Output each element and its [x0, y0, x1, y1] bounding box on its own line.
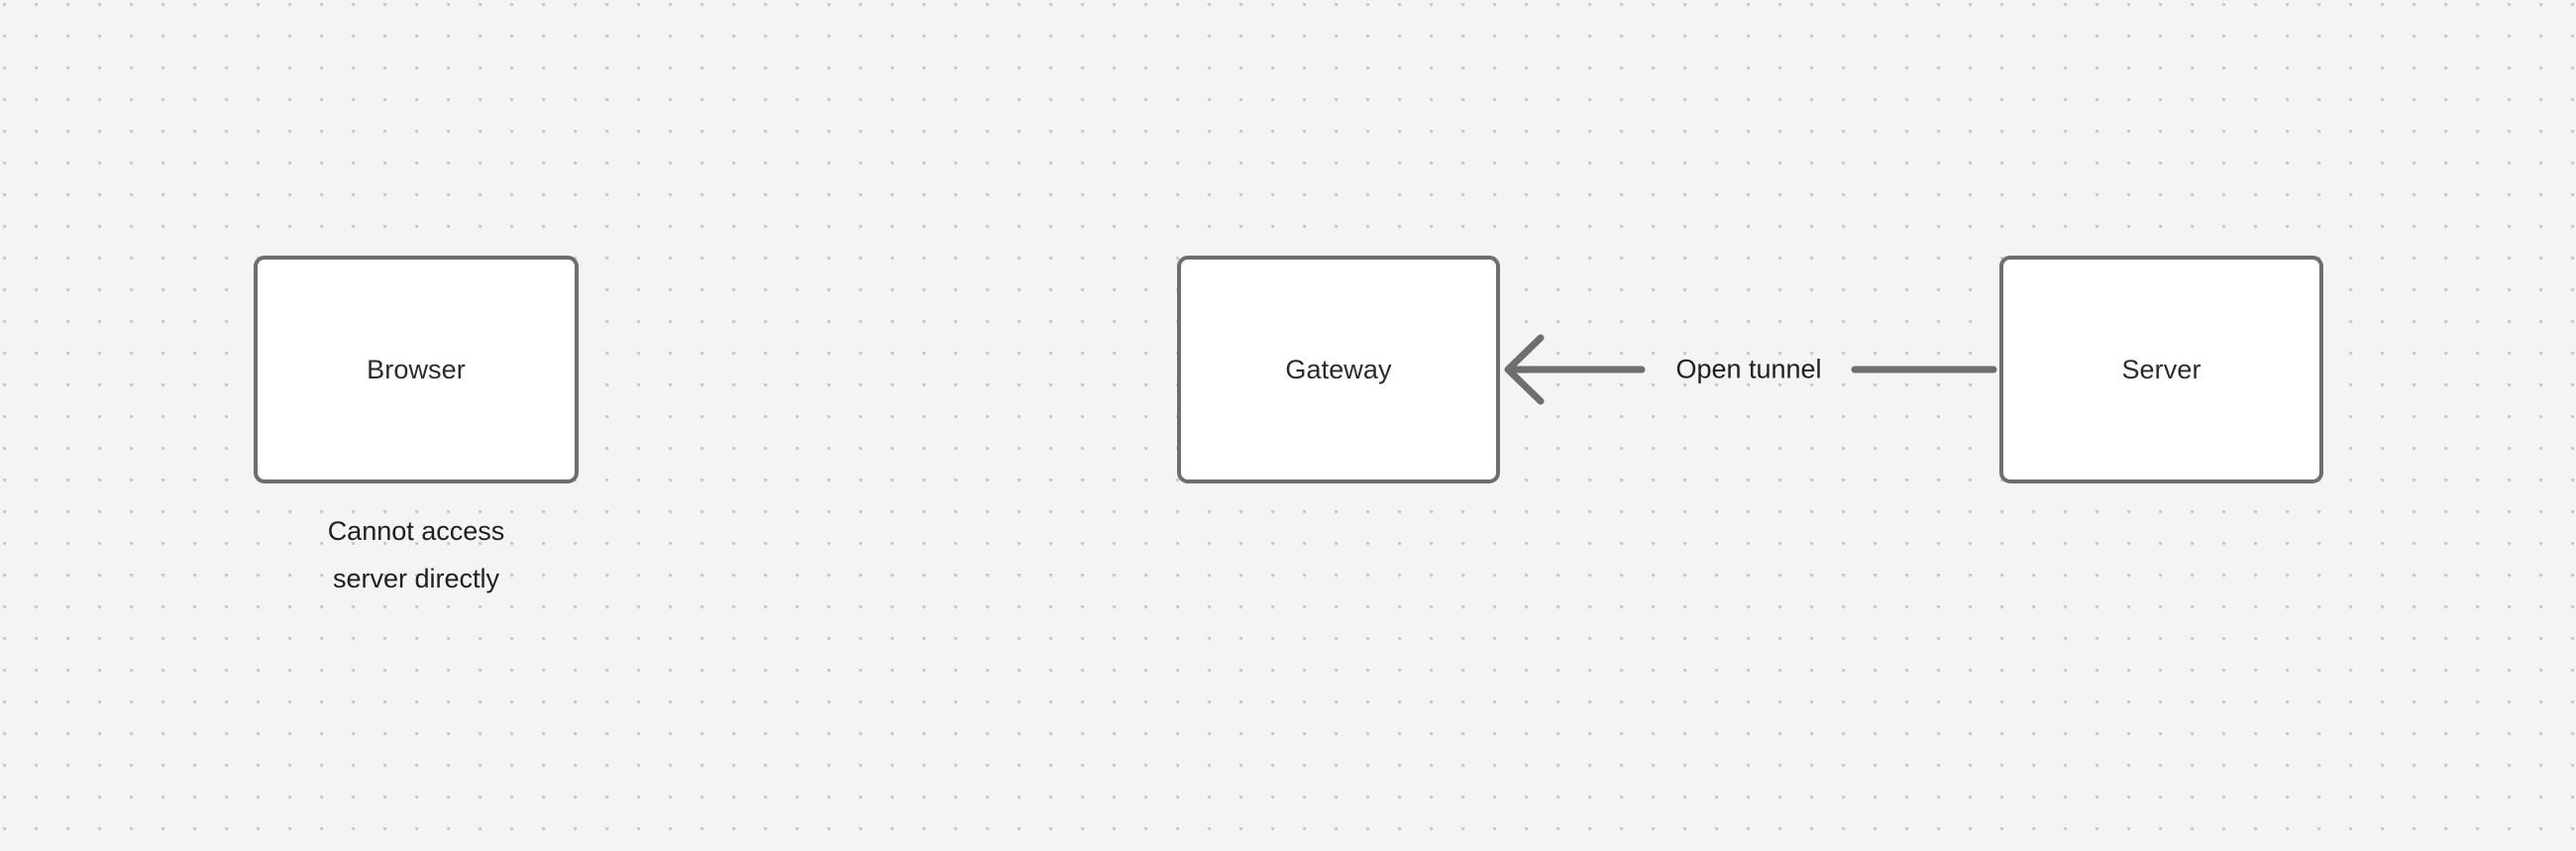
- node-browser[interactable]: Browser: [254, 256, 579, 483]
- edge-label-open-tunnel: Open tunnel: [1675, 354, 1822, 384]
- node-gateway[interactable]: Gateway: [1177, 256, 1500, 483]
- arrowhead-left-icon: [1504, 334, 1545, 405]
- node-server-label: Server: [2121, 354, 2201, 384]
- node-browser-label: Browser: [367, 354, 466, 384]
- node-browser-caption-line-1: Cannot access: [327, 516, 505, 546]
- node-gateway-label: Gateway: [1285, 354, 1392, 384]
- node-browser-caption: Cannot access server directly: [254, 507, 579, 602]
- node-server[interactable]: Server: [1999, 256, 2323, 483]
- node-browser-caption-line-2: server directly: [332, 564, 500, 593]
